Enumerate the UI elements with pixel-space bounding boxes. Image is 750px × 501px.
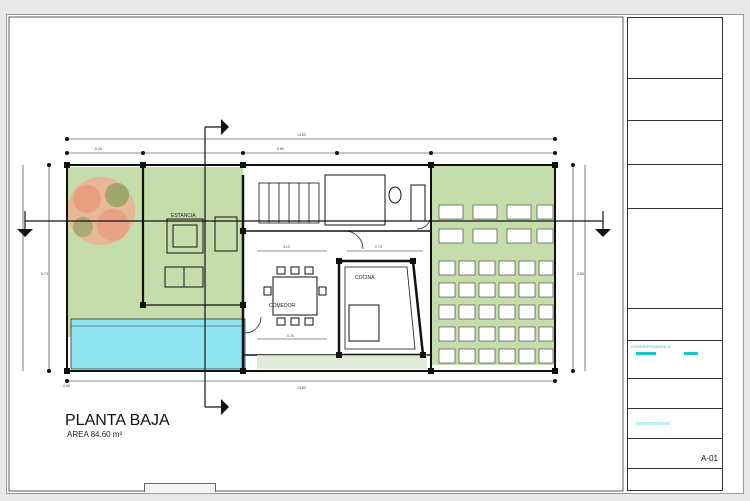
columns	[64, 162, 558, 374]
dim-top-segment: 5.80	[277, 147, 284, 151]
bathroom	[324, 174, 426, 226]
correspondence-label: CORRESPONDENCE	[631, 344, 671, 349]
sofa	[164, 216, 238, 288]
dim-interior: 2.70	[375, 245, 382, 249]
title-block-row	[628, 408, 722, 439]
dim-right-height: 6.85	[577, 272, 584, 276]
room-label-estancia: ESTANCIA	[171, 213, 196, 219]
title-block-row	[628, 208, 722, 309]
pool	[70, 318, 246, 370]
title-block-row	[628, 164, 722, 209]
dimension-lines	[22, 138, 586, 382]
highlight-mark	[684, 352, 698, 355]
stairs	[258, 182, 320, 224]
floor-plan: 14.80 5.40 5.80 14.80 6.70 6.85 0.65 3.1…	[8, 16, 624, 492]
drawing-area: AREA 84.60 m²	[67, 430, 122, 439]
title-block-row: CORRESPONDENCE	[628, 340, 722, 379]
highlight-mark	[636, 352, 656, 355]
section-line-vertical	[204, 126, 223, 408]
dim-top-segment: 5.40	[95, 147, 102, 151]
dim-top-overall: 14.80	[297, 133, 306, 137]
title-block-row	[628, 120, 722, 165]
room-label-cocina: COCINA	[355, 275, 375, 281]
section-arrow-icon	[221, 119, 229, 135]
section-arrow-icon	[221, 399, 229, 415]
bottom-tab[interactable]	[144, 483, 216, 492]
dimension-ticks	[47, 137, 575, 383]
title-block-row: A-01	[628, 438, 722, 469]
drawing-sheet: 14.80 5.40 5.80 14.80 6.70 6.85 0.65 3.1…	[6, 14, 744, 494]
section-arrow-icon	[17, 229, 33, 237]
paver-grid	[438, 204, 554, 364]
tree-icon	[67, 177, 135, 245]
section-line-horizontal	[24, 211, 604, 231]
title-block: CORRESPONDENCE A-01	[627, 17, 723, 491]
highlight-mark	[636, 422, 670, 425]
dim-interior: 3.10	[283, 245, 290, 249]
doors	[244, 214, 432, 334]
room-label-comedor: COMEDOR	[269, 303, 296, 309]
sheet-border	[8, 16, 624, 492]
dim-corner: 0.65	[63, 384, 70, 388]
dim-interior: 0.76	[287, 334, 294, 338]
kitchen-counter	[348, 304, 380, 342]
planter	[257, 355, 427, 369]
section-arrow-icon	[595, 229, 611, 237]
title-block-row	[628, 78, 722, 121]
title-block-row	[628, 18, 722, 79]
title-block-row	[628, 308, 722, 341]
drawing-title: PLANTA BAJA	[65, 412, 170, 429]
sheet-number: A-01	[701, 454, 718, 463]
dim-left-height: 6.70	[41, 272, 48, 276]
title-block-row	[628, 378, 722, 409]
dining-table	[263, 266, 327, 326]
dim-bottom-overall: 14.80	[297, 386, 306, 390]
